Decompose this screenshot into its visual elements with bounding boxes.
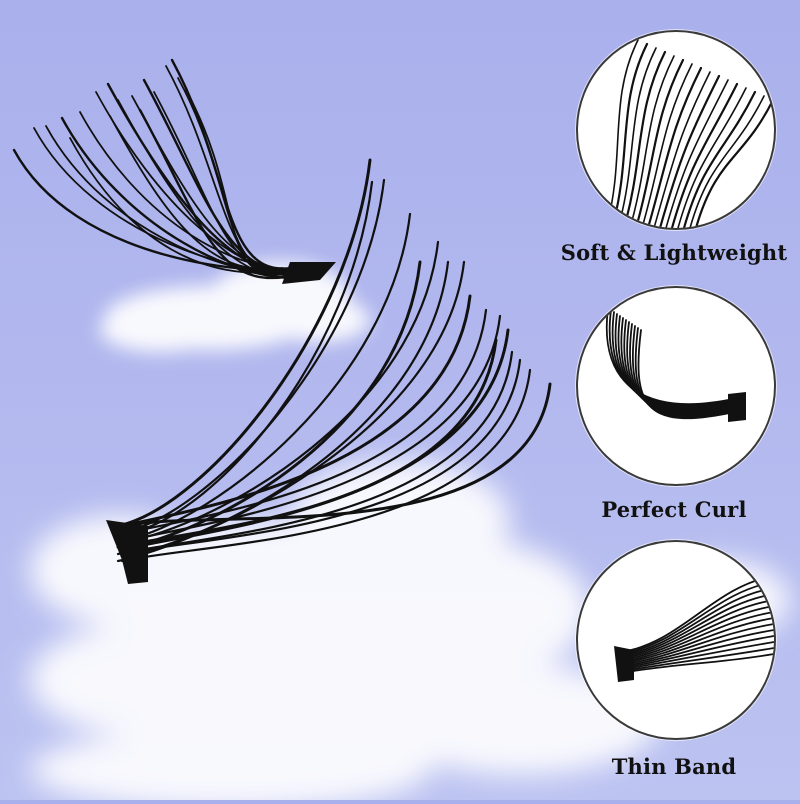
lash-band: [106, 520, 148, 584]
lash-strand: [694, 98, 774, 228]
feature-label-soft-lightweight: Soft & Lightweight: [560, 240, 788, 265]
lash-strand: [629, 55, 675, 228]
lash-strand: [124, 212, 412, 542]
lash-strand: [637, 329, 739, 420]
lash-strand: [621, 653, 774, 674]
lash-strand: [109, 115, 284, 271]
lash-strand: [621, 647, 774, 673]
lash-band: [282, 262, 336, 284]
lash-strand: [120, 368, 532, 563]
lash-curl-closeup-icon: [605, 307, 746, 422]
lash-strand: [128, 180, 374, 535]
feature-label-perfect-curl: Perfect Curl: [601, 497, 747, 522]
lash-band: [614, 646, 634, 682]
lash-strand: [682, 90, 757, 228]
lash-strand: [12, 148, 320, 272]
lash-strand: [621, 587, 774, 657]
lash-strand: [641, 63, 693, 228]
lash-strand: [605, 39, 639, 228]
lash-strand: [116, 350, 514, 556]
lash-strand: [120, 294, 472, 528]
lash-strand: [132, 240, 440, 542]
lash-strand: [153, 91, 297, 276]
lash-strand: [621, 581, 774, 655]
feature-circle-perfect-curl: [576, 286, 776, 486]
lash-strand: [621, 641, 774, 671]
lash-strand: [665, 79, 729, 228]
lash-strand: [617, 47, 657, 228]
lash-strand: [621, 599, 774, 660]
lash-band: [728, 392, 746, 422]
lash-strand: [128, 260, 422, 549]
lash-strand: [69, 137, 282, 274]
feature-circle-thin-band: [576, 540, 776, 740]
lash-strand: [621, 575, 774, 653]
lash-strand: [658, 74, 721, 228]
lash-strand: [120, 358, 522, 556]
lash-strand: [621, 635, 774, 669]
lash-strand: [128, 314, 502, 542]
lash-strand: [138, 108, 287, 280]
lash-tips-closeup-icon: [605, 39, 774, 228]
lash-strand: [621, 605, 774, 661]
lash-strand: [621, 593, 774, 658]
lash-strand: [120, 178, 386, 535]
feature-circle-soft-lightweight: [576, 30, 776, 230]
lash-strand: [124, 308, 488, 535]
feature-label-thin-band: Thin Band: [611, 754, 737, 779]
lash-strand: [670, 82, 739, 228]
lash-strand: [610, 42, 649, 228]
lash-strand: [689, 95, 765, 228]
lash-strand: [621, 611, 774, 663]
lash-strand: [621, 623, 774, 666]
lash-strand: [621, 629, 774, 668]
lash-strand: [621, 617, 774, 665]
lash-strand: [116, 158, 372, 528]
lash-band-closeup-icon: [614, 575, 774, 682]
lash-strand: [653, 71, 711, 228]
lash-strand: [116, 338, 498, 549]
lash-strand: [622, 50, 667, 228]
lash-strand: [646, 66, 703, 228]
lash-strand: [132, 260, 450, 556]
lash-strand: [677, 87, 747, 228]
lash-strand: [634, 58, 685, 228]
lash-strand: [124, 382, 552, 528]
